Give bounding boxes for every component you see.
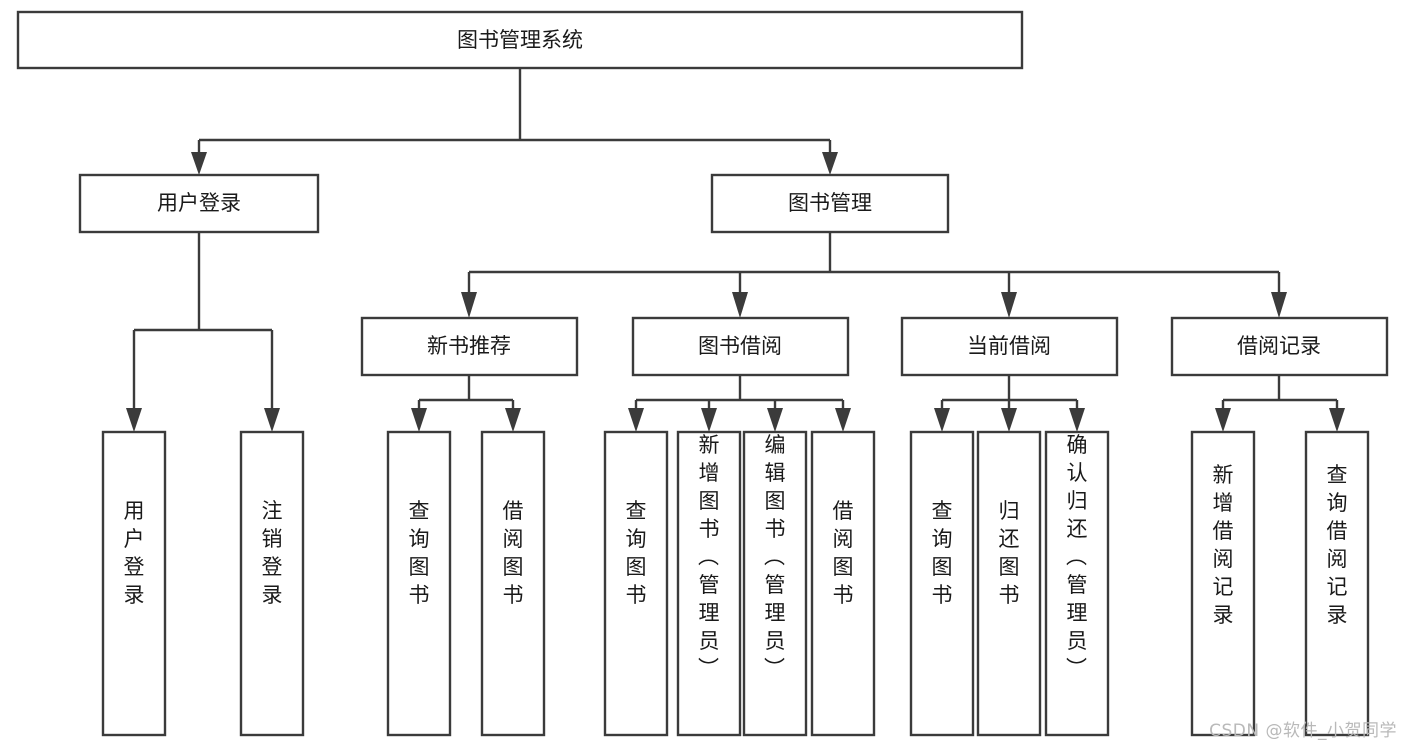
connector-group-book-borrow xyxy=(628,375,851,432)
node-leaf-user-login-box[interactable] xyxy=(101,430,167,737)
node-leaf-query-book-2[interactable]: 查询图书 xyxy=(603,430,669,737)
node-leaf-query-record[interactable]: 查询借阅记录 xyxy=(1304,430,1370,737)
node-current-borrow-box[interactable] xyxy=(900,316,1119,377)
node-root-box[interactable] xyxy=(16,10,1024,70)
connector-group-current-borrow xyxy=(934,375,1085,432)
node-leaf-confirm-return[interactable]: 确认归还（管理员） xyxy=(1044,430,1110,737)
arrow-head-leaf-query-record xyxy=(1329,408,1345,432)
node-root[interactable]: 图书管理系统 xyxy=(16,10,1024,70)
arrow-head-leaf-confirm-return xyxy=(1069,408,1085,432)
node-leaf-borrow-book-1[interactable]: 借阅图书 xyxy=(480,430,546,737)
node-book-management[interactable]: 图书管理 xyxy=(710,173,950,234)
node-leaf-query-book-2-box[interactable] xyxy=(603,430,669,737)
node-user-login-label: 用户登录 xyxy=(157,191,241,215)
node-leaf-edit-book-label: 编辑图书（管理员） xyxy=(764,433,786,681)
node-leaf-user-login-label: 用户登录 xyxy=(124,499,145,607)
node-leaf-return-book-box[interactable] xyxy=(976,430,1042,737)
node-leaf-borrow-book-2-label: 借阅图书 xyxy=(833,499,854,607)
arrow-head-book-management xyxy=(822,152,838,175)
node-leaf-user-login[interactable]: 用户登录 xyxy=(101,430,167,737)
connector-group-book-management xyxy=(461,232,1287,318)
node-leaf-query-record-label: 查询借阅记录 xyxy=(1327,463,1348,627)
node-leaf-query-book-3-label: 查询图书 xyxy=(932,499,953,607)
connector-group-borrow-record xyxy=(1215,375,1345,432)
connector-group-new-book-recommend xyxy=(411,375,521,432)
node-leaf-add-book-box[interactable] xyxy=(676,430,742,737)
node-leaf-logout-login-box[interactable] xyxy=(239,430,305,737)
arrow-head-book-borrow xyxy=(732,292,748,318)
node-leaf-logout-login[interactable]: 注销登录 xyxy=(239,430,305,737)
node-leaf-query-book-3[interactable]: 查询图书 xyxy=(909,430,975,737)
node-new-book-recommend[interactable]: 新书推荐 xyxy=(360,316,579,377)
node-borrow-record-box[interactable] xyxy=(1170,316,1389,377)
node-leaf-query-book-3-box[interactable] xyxy=(909,430,975,737)
node-leaf-confirm-return-box[interactable] xyxy=(1044,430,1110,737)
node-current-borrow-label: 当前借阅 xyxy=(967,334,1051,358)
arrow-head-borrow-record xyxy=(1271,292,1287,318)
node-book-management-label: 图书管理 xyxy=(788,191,872,215)
node-root-label: 图书管理系统 xyxy=(457,28,583,52)
node-leaf-borrow-book-2[interactable]: 借阅图书 xyxy=(810,430,876,737)
node-book-borrow-box[interactable] xyxy=(631,316,850,377)
node-leaf-edit-book[interactable]: 编辑图书（管理员） xyxy=(742,430,808,737)
node-leaf-edit-book-box[interactable] xyxy=(742,430,808,737)
arrow-head-leaf-logout-login xyxy=(264,408,280,432)
node-leaf-logout-login-label: 注销登录 xyxy=(262,499,283,607)
connector-group-user-login xyxy=(126,232,280,432)
arrow-head-leaf-user-login xyxy=(126,408,142,432)
node-user-login[interactable]: 用户登录 xyxy=(78,173,320,234)
arrow-head-leaf-query-book-2 xyxy=(628,408,644,432)
arrow-head-leaf-borrow-book-2 xyxy=(835,408,851,432)
arrow-head-leaf-add-book xyxy=(701,408,717,432)
node-book-management-box[interactable] xyxy=(710,173,950,234)
node-new-book-recommend-label: 新书推荐 xyxy=(427,334,511,358)
node-book-borrow[interactable]: 图书借阅 xyxy=(631,316,850,377)
arrow-head-current-borrow xyxy=(1001,292,1017,318)
node-leaf-return-book-label: 归还图书 xyxy=(999,499,1020,607)
node-leaf-query-record-box[interactable] xyxy=(1304,430,1370,737)
arrow-head-leaf-add-record xyxy=(1215,408,1231,432)
arrow-head-user-login xyxy=(191,152,207,175)
node-leaf-query-book-1[interactable]: 查询图书 xyxy=(386,430,452,737)
arrow-head-leaf-edit-book xyxy=(767,408,783,432)
arrow-head-leaf-return-book xyxy=(1001,408,1017,432)
node-leaf-add-record-box[interactable] xyxy=(1190,430,1256,737)
node-leaf-borrow-book-1-label: 借阅图书 xyxy=(503,499,524,607)
node-leaf-query-book-2-label: 查询图书 xyxy=(626,499,647,607)
node-leaf-query-book-1-label: 查询图书 xyxy=(409,499,430,607)
node-borrow-record-label: 借阅记录 xyxy=(1237,334,1321,358)
node-leaf-return-book[interactable]: 归还图书 xyxy=(976,430,1042,737)
arrow-head-leaf-query-book-3 xyxy=(934,408,950,432)
node-leaf-add-book-label: 新增图书（管理员） xyxy=(698,433,720,681)
node-leaf-borrow-book-2-box[interactable] xyxy=(810,430,876,737)
node-leaf-add-book[interactable]: 新增图书（管理员） xyxy=(676,430,742,737)
arrow-head-leaf-query-book-1 xyxy=(411,408,427,432)
node-book-borrow-label: 图书借阅 xyxy=(698,334,782,358)
connector-group-root xyxy=(191,68,838,175)
node-leaf-query-book-1-box[interactable] xyxy=(386,430,452,737)
node-leaf-add-record[interactable]: 新增借阅记录 xyxy=(1190,430,1256,737)
node-new-book-recommend-box[interactable] xyxy=(360,316,579,377)
node-borrow-record[interactable]: 借阅记录 xyxy=(1170,316,1389,377)
arrow-head-new-book-recommend xyxy=(461,292,477,318)
arrow-head-leaf-borrow-book-1 xyxy=(505,408,521,432)
node-current-borrow[interactable]: 当前借阅 xyxy=(900,316,1119,377)
node-leaf-borrow-book-1-box[interactable] xyxy=(480,430,546,737)
node-leaf-confirm-return-label: 确认归还（管理员） xyxy=(1066,433,1088,681)
node-leaf-add-record-label: 新增借阅记录 xyxy=(1213,463,1234,627)
node-user-login-box[interactable] xyxy=(78,173,320,234)
